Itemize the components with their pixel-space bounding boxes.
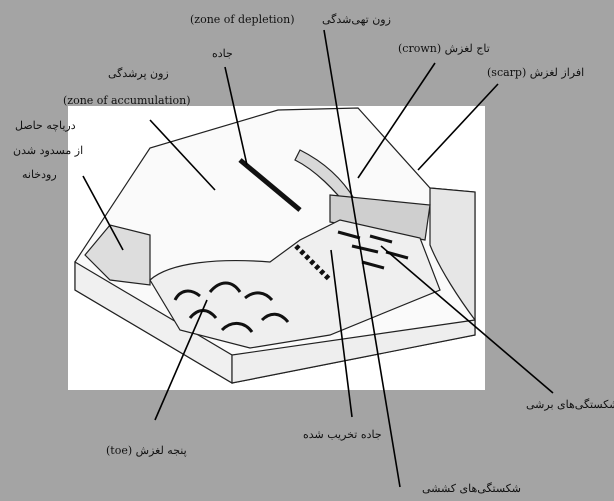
label-zone-accumulation-fa: زون پرشدگی xyxy=(108,67,169,80)
label-road: جاده xyxy=(212,47,233,60)
label-lake-line2: از مسدود شدن xyxy=(13,144,83,157)
label-lake-line1: دریاچه حاصل xyxy=(15,119,76,132)
label-lake-line3: رودخانه xyxy=(22,168,57,181)
label-crown: تاج لغزش (crown) xyxy=(398,42,490,55)
label-shear-cracks: شکستگی‌های برشی xyxy=(526,398,614,411)
label-zone-depletion-fa: زون تهی‌شدگی xyxy=(322,13,391,26)
label-zone-depletion-en: (zone of depletion) xyxy=(190,13,295,26)
label-zone-accumulation-en: (zone of accumulation) xyxy=(63,94,190,107)
label-destroyed-road: جاده تخریب شده xyxy=(303,428,382,441)
label-scarp: افراز لغزش (scarp) xyxy=(487,66,584,79)
label-toe: پنجه لغزش (toe) xyxy=(106,444,187,457)
label-tension-cracks: شکستگی‌های کششی xyxy=(422,482,521,495)
